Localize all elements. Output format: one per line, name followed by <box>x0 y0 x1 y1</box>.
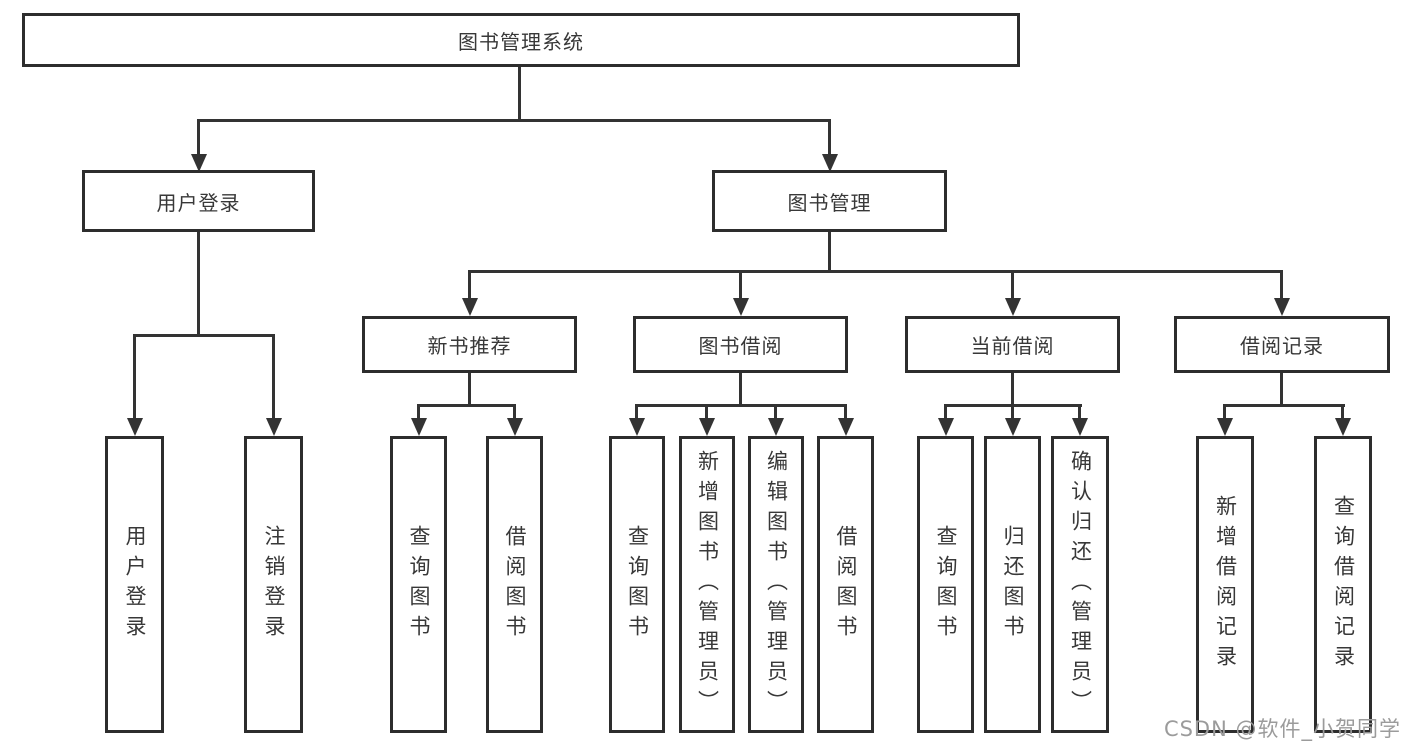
node-new-books-label: 新书推荐 <box>427 334 512 358</box>
node-root: 图书管理系统 <box>22 13 1020 67</box>
connector-book-borrow-hline <box>635 404 847 407</box>
connector-book-management-stem <box>828 232 831 273</box>
leaf-new-books-borrow-label: 借阅图书 <box>503 524 527 645</box>
connector-borrow-records-hline <box>1223 404 1345 407</box>
leaf-current-query: 查询图书 <box>917 436 974 733</box>
arrow-new-books-leaf-1 <box>417 404 420 418</box>
arrow-to-user-login <box>197 119 200 154</box>
connector-root-stem <box>518 66 521 122</box>
leaf-current-query-label: 查询图书 <box>934 524 958 645</box>
connector-user-login-stem <box>197 232 200 337</box>
watermark-text: CSDN @软件_小贺同学 <box>1163 717 1401 741</box>
leaf-borrow-add-admin: 新增图书（管理员） <box>679 436 735 733</box>
connector-new-books-hline <box>417 404 516 407</box>
node-book-management: 图书管理 <box>712 170 947 232</box>
arrow-to-borrow-records <box>1280 270 1283 298</box>
arrow-book-borrow-leaf-4 <box>844 404 847 418</box>
node-book-management-label: 图书管理 <box>787 190 872 215</box>
node-root-label: 图书管理系统 <box>458 29 584 54</box>
leaf-borrow-query-label: 查询图书 <box>625 524 650 645</box>
connector-user-login-hline <box>133 334 275 337</box>
arrow-to-current-borrow <box>1011 270 1014 298</box>
arrow-borrow-records-leaf-1 <box>1223 404 1226 418</box>
node-current-borrow: 当前借阅 <box>905 316 1120 373</box>
leaf-borrow-edit-admin: 编辑图书（管理员） <box>748 436 804 733</box>
arrow-current-borrow-leaf-3 <box>1078 404 1081 418</box>
connector-borrow-records-stem <box>1280 373 1283 407</box>
leaf-records-add-label: 新增借阅记录 <box>1213 494 1238 675</box>
connector-book-borrow-stem <box>739 373 742 407</box>
leaf-user-login: 用户登录 <box>105 436 164 733</box>
arrow-to-leaf-logout <box>272 334 275 418</box>
connector-level3-hline <box>468 270 1282 273</box>
arrow-current-borrow-leaf-2 <box>1011 404 1014 418</box>
leaf-new-books-query-label: 查询图书 <box>407 524 431 645</box>
leaf-borrow-query: 查询图书 <box>609 436 665 733</box>
node-user-login-label: 用户登录 <box>156 190 241 215</box>
leaf-logout-label: 注销登录 <box>262 524 286 645</box>
arrow-new-books-leaf-2 <box>513 404 516 418</box>
leaf-records-add: 新增借阅记录 <box>1196 436 1254 733</box>
leaf-user-login-label: 用户登录 <box>123 524 147 645</box>
leaf-borrow-add-admin-label: 新增图书（管理员） <box>695 449 720 720</box>
arrow-book-borrow-leaf-2 <box>705 404 708 418</box>
arrow-book-borrow-leaf-1 <box>635 404 638 418</box>
connector-current-borrow-stem <box>1011 373 1014 407</box>
arrow-to-book-borrow <box>739 270 742 298</box>
leaf-borrow-borrow: 借阅图书 <box>817 436 874 733</box>
arrow-to-book-management <box>828 119 831 154</box>
leaf-borrow-borrow-label: 借阅图书 <box>834 524 858 645</box>
leaf-current-confirm-admin-label: 确认归还（管理员） <box>1068 449 1093 720</box>
leaf-current-confirm-admin: 确认归还（管理员） <box>1051 436 1109 733</box>
leaf-records-query-label: 查询借阅记录 <box>1331 494 1356 675</box>
arrow-borrow-records-leaf-2 <box>1341 404 1344 418</box>
leaf-new-books-query: 查询图书 <box>390 436 447 733</box>
leaf-logout: 注销登录 <box>244 436 303 733</box>
node-new-books: 新书推荐 <box>362 316 577 373</box>
leaf-new-books-borrow: 借阅图书 <box>486 436 543 733</box>
node-user-login: 用户登录 <box>82 170 315 232</box>
connector-level1-hline <box>197 119 831 122</box>
node-book-borrow-label: 图书借阅 <box>698 334 783 358</box>
node-current-borrow-label: 当前借阅 <box>970 334 1055 358</box>
node-borrow-records-label: 借阅记录 <box>1240 334 1324 358</box>
leaf-borrow-edit-admin-label: 编辑图书（管理员） <box>764 449 789 720</box>
leaf-current-return: 归还图书 <box>984 436 1041 733</box>
node-borrow-records: 借阅记录 <box>1174 316 1390 373</box>
arrow-book-borrow-leaf-3 <box>774 404 777 418</box>
arrow-current-borrow-leaf-1 <box>944 404 947 418</box>
arrow-to-leaf-user-login <box>133 334 136 418</box>
leaf-records-query: 查询借阅记录 <box>1314 436 1372 733</box>
arrow-to-new-books <box>468 270 471 298</box>
connector-new-books-stem <box>468 373 471 407</box>
leaf-current-return-label: 归还图书 <box>1001 524 1025 645</box>
node-book-borrow: 图书借阅 <box>633 316 848 373</box>
